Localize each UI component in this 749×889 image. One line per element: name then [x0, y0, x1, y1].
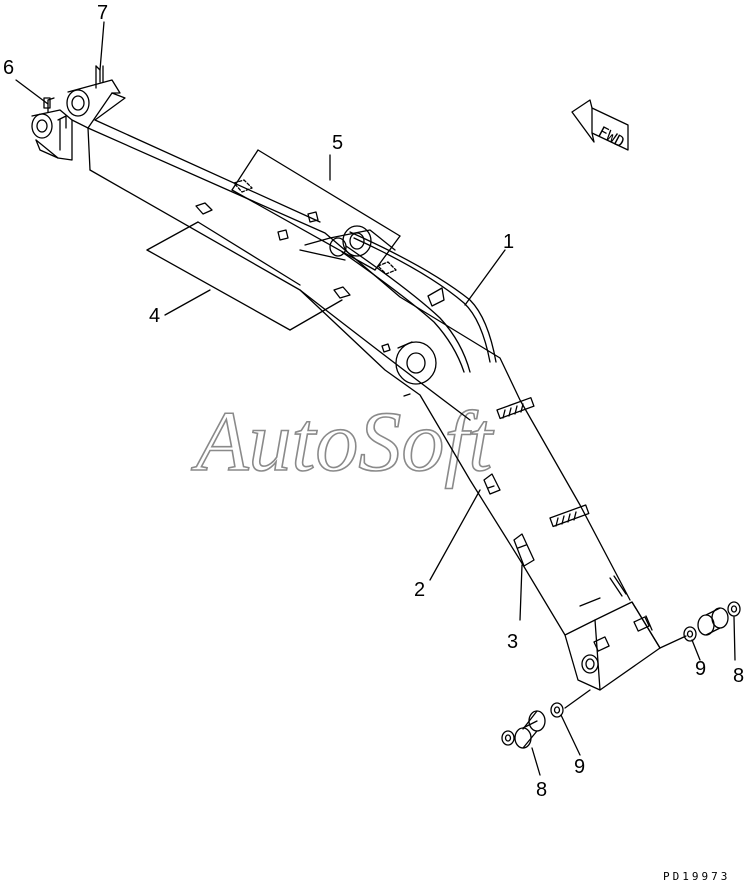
cylinder-pin-boss	[299, 225, 437, 385]
decals-part-4	[146, 202, 351, 331]
callout-9-left: 9	[574, 756, 585, 778]
callout-8-right: 8	[733, 665, 744, 687]
callouts: 1 2 3 4 5 6 7 8 9 8 9	[3, 2, 744, 801]
callout-2: 2	[414, 579, 425, 601]
watermark: AutoSoft	[191, 393, 494, 489]
foot-pin-bushings	[501, 601, 741, 749]
callout-9-right: 9	[695, 658, 706, 680]
arm-pin-bosses	[31, 65, 121, 161]
leader-lines	[15, 21, 736, 776]
boom-body	[87, 92, 661, 691]
hose-clamps	[496, 397, 653, 652]
callout-8-left: 8	[536, 779, 547, 801]
decals-part-5	[231, 149, 401, 275]
callout-5: 5	[332, 132, 343, 154]
plate-part-3	[513, 533, 535, 567]
grease-fittings	[277, 211, 411, 397]
callout-1: 1	[503, 231, 514, 253]
callout-4: 4	[149, 305, 160, 327]
forward-direction-marker	[571, 99, 629, 151]
callout-7: 7	[97, 2, 108, 24]
drawing-code: PD19973	[663, 870, 730, 883]
callout-6: 6	[3, 57, 14, 79]
plate-part-2	[483, 473, 501, 495]
callout-3: 3	[507, 631, 518, 653]
